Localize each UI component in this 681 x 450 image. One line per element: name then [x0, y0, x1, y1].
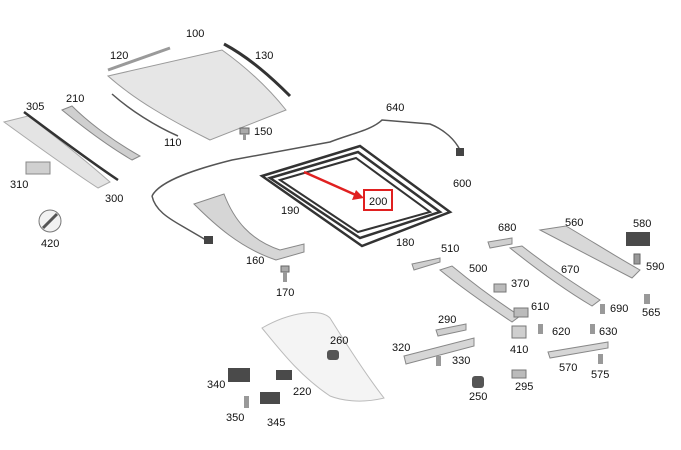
callout-320[interactable]: 320	[392, 342, 410, 354]
part-headliner[interactable]	[261, 312, 385, 402]
part-160-rail[interactable]	[193, 193, 305, 261]
callout-260[interactable]: 260	[330, 335, 348, 347]
callout-600[interactable]: 600	[453, 178, 471, 190]
callout-250[interactable]: 250	[469, 391, 487, 403]
part-410-clip[interactable]	[511, 325, 527, 339]
callout-565[interactable]: 565	[642, 307, 660, 319]
callout-690[interactable]: 690	[610, 303, 628, 315]
part-250-grommet[interactable]	[472, 376, 484, 388]
part-310-block[interactable]	[25, 161, 51, 175]
callout-150[interactable]: 150	[254, 126, 272, 138]
callout-290[interactable]: 290	[438, 314, 456, 326]
callout-670[interactable]: 670	[561, 264, 579, 276]
callout-370[interactable]: 370	[511, 278, 529, 290]
callout-510[interactable]: 510	[441, 243, 459, 255]
part-320-strip[interactable]	[403, 337, 475, 365]
part-200-inner-seal[interactable]	[277, 156, 433, 234]
part-420-tool-icon[interactable]	[38, 209, 62, 233]
part-590-bolt[interactable]	[633, 253, 641, 265]
part-305-seal[interactable]	[23, 110, 119, 182]
callout-640[interactable]: 640	[386, 102, 404, 114]
callout-410[interactable]: 410	[510, 344, 528, 356]
callout-120[interactable]: 120	[110, 50, 128, 62]
callout-310[interactable]: 310	[10, 179, 28, 191]
part-110-seal[interactable]	[111, 93, 179, 137]
part-295-clip[interactable]	[511, 369, 527, 379]
part-130-seal[interactable]	[223, 42, 292, 98]
part-330-bolt[interactable]	[436, 356, 441, 366]
highlight-box-200	[363, 189, 393, 211]
callout-330[interactable]: 330	[452, 355, 470, 367]
callout-110[interactable]: 110	[164, 137, 182, 149]
part-670-rail[interactable]	[508, 245, 601, 307]
part-170-bolt[interactable]	[280, 265, 290, 282]
part-350-bolt[interactable]	[244, 396, 249, 408]
part-190-frame-seal[interactable]	[267, 150, 443, 240]
part-345-module[interactable]	[260, 392, 280, 404]
callout-300[interactable]: 300	[105, 193, 123, 205]
callout-575[interactable]: 575	[591, 369, 609, 381]
callout-180[interactable]: 180	[396, 237, 414, 249]
callout-345[interactable]: 345	[267, 417, 285, 429]
part-120-trim[interactable]	[107, 46, 171, 72]
callout-580[interactable]: 580	[633, 218, 651, 230]
part-690-bolt[interactable]	[600, 304, 605, 314]
part-640-cable[interactable]	[151, 119, 461, 197]
part-640-connector-2[interactable]	[204, 236, 213, 244]
callout-170[interactable]: 170	[276, 287, 294, 299]
callout-200[interactable]: 200	[369, 196, 387, 208]
part-510-bracket[interactable]	[411, 257, 441, 271]
part-640-cable-branch[interactable]	[151, 195, 207, 241]
part-680-clip[interactable]	[487, 237, 513, 249]
highlight-arrow	[303, 170, 359, 198]
part-290-strip[interactable]	[435, 323, 467, 337]
callout-100[interactable]: 100	[186, 28, 204, 40]
callout-500[interactable]: 500	[469, 263, 487, 275]
part-640-connector[interactable]	[456, 148, 464, 156]
callout-610[interactable]: 610	[531, 301, 549, 313]
part-565-bolt[interactable]	[644, 294, 650, 304]
callout-570[interactable]: 570	[559, 362, 577, 374]
callout-420[interactable]: 420	[41, 238, 59, 250]
callout-130[interactable]: 130	[255, 50, 273, 62]
part-210-bracket[interactable]	[61, 105, 142, 161]
callout-220[interactable]: 220	[293, 386, 311, 398]
highlight-arrowhead	[352, 190, 364, 200]
part-560-rail[interactable]	[538, 225, 641, 279]
callout-190[interactable]: 190	[281, 205, 299, 217]
part-340-module[interactable]	[228, 368, 250, 382]
part-630-bolt[interactable]	[590, 324, 595, 334]
part-150-bolt[interactable]	[239, 127, 250, 140]
callout-350[interactable]: 350	[226, 412, 244, 424]
part-575-bolt[interactable]	[598, 354, 603, 364]
part-620-bolt[interactable]	[538, 324, 543, 334]
part-610-clip[interactable]	[513, 307, 529, 318]
part-570-strip[interactable]	[547, 341, 609, 359]
callout-305[interactable]: 305	[26, 101, 44, 113]
callout-680[interactable]: 680	[498, 222, 516, 234]
part-260-grommet[interactable]	[327, 350, 339, 360]
part-220-module[interactable]	[276, 370, 292, 380]
callout-620[interactable]: 620	[552, 326, 570, 338]
callout-590[interactable]: 590	[646, 261, 664, 273]
callout-210[interactable]: 210	[66, 93, 84, 105]
callout-630[interactable]: 630	[599, 326, 617, 338]
part-100-roof-panel[interactable]	[106, 49, 287, 141]
callout-295[interactable]: 295	[515, 381, 533, 393]
part-180-outer-seal[interactable]	[259, 144, 453, 248]
part-370-clip[interactable]	[493, 283, 507, 293]
callout-560[interactable]: 560	[565, 217, 583, 229]
part-580-motor[interactable]	[626, 232, 650, 246]
callout-160[interactable]: 160	[246, 255, 264, 267]
callout-340[interactable]: 340	[207, 379, 225, 391]
